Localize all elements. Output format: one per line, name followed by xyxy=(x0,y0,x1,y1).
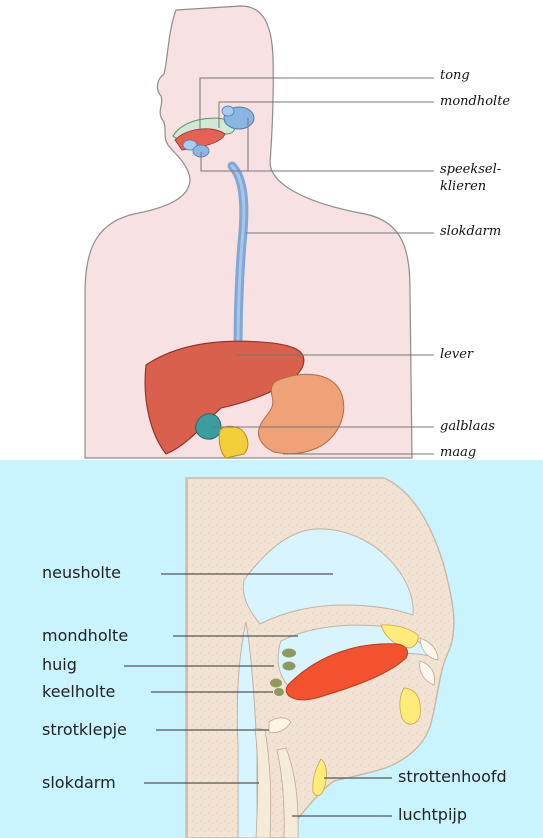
label-tong: tong xyxy=(440,69,470,84)
label-keelholte: keelholte xyxy=(42,684,115,700)
label-luchtpijp: luchtpijp xyxy=(398,807,467,823)
label-lever: lever xyxy=(440,348,473,363)
upper-body-digestion-diagram: tong mondholte speeksel- klieren slokdar… xyxy=(0,0,543,460)
label-huig: huig xyxy=(42,657,77,673)
throat-cross-section-diagram: neusholte mondholte huig keelholte strot… xyxy=(0,460,543,838)
leader-speeksel xyxy=(248,118,434,171)
label-strottenhoofd: strottenhoofd xyxy=(398,769,507,785)
label-slokdarm-bottom: slokdarm xyxy=(42,775,116,791)
label-maag: maag xyxy=(440,446,476,460)
label-strotklepje: strotklepje xyxy=(42,722,127,738)
section-edge xyxy=(186,478,188,838)
label-mondholte-top: mondholte xyxy=(440,95,510,110)
label-neusholte: neusholte xyxy=(42,565,121,581)
label-mondholte-bottom: mondholte xyxy=(42,628,128,644)
label-speeksel-line2: klieren xyxy=(440,180,486,195)
label-galblaas: galblaas xyxy=(440,420,495,435)
label-slokdarm-top: slokdarm xyxy=(440,225,501,240)
label-speeksel-line1: speeksel- xyxy=(440,163,501,178)
